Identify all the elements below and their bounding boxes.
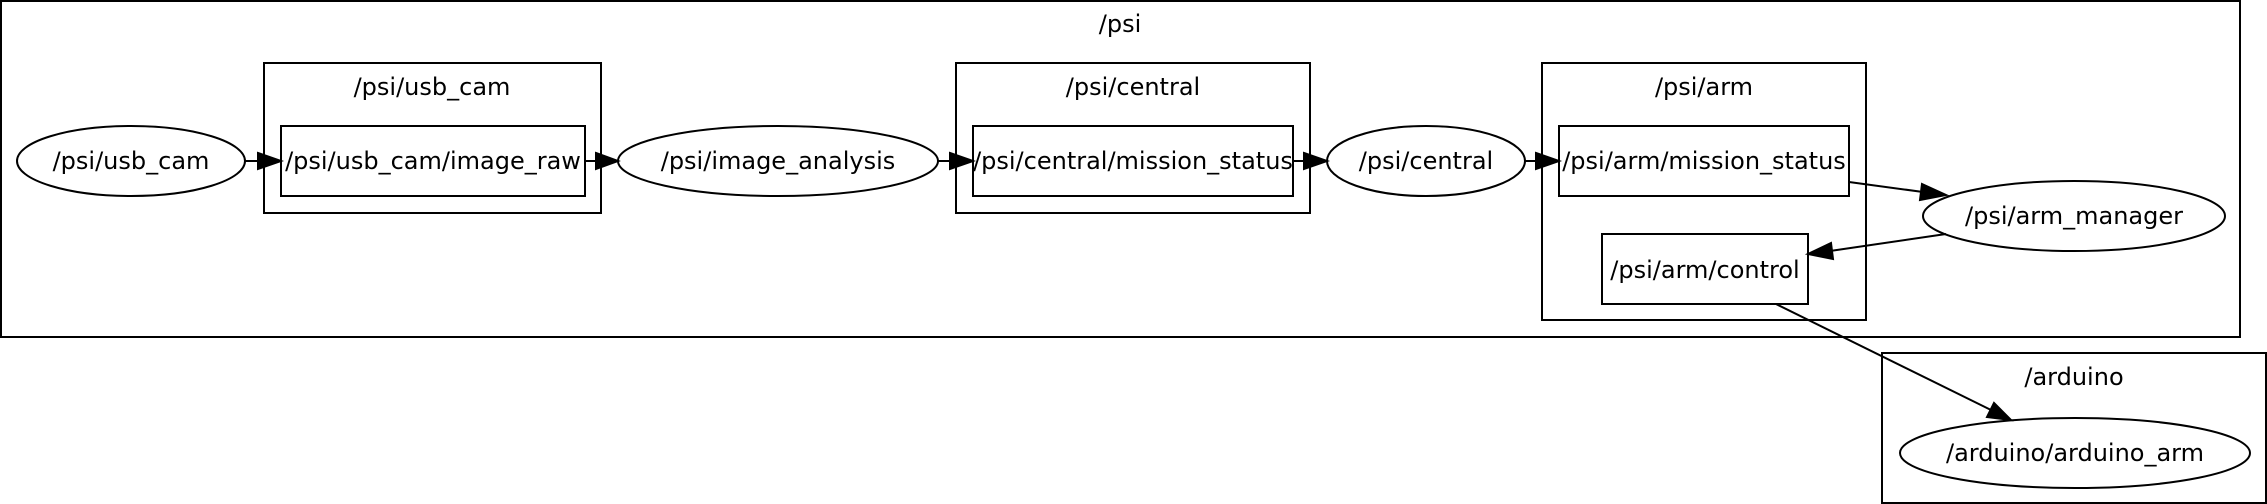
node-arduino-arduino-arm[interactable]: /arduino/arduino_arm xyxy=(1899,417,2251,489)
cluster-psi-central: /psi/central xyxy=(955,62,1311,214)
cluster-psi-central-label: /psi/central xyxy=(1066,73,1200,101)
topic-psi-central-mission-status-label: /psi/central/mission_status xyxy=(973,147,1293,175)
node-psi-arm-manager[interactable]: /psi/arm_manager xyxy=(1922,180,2226,252)
topic-psi-arm-control-label: /psi/arm/control xyxy=(1610,256,1799,284)
topic-psi-usb-cam-image-raw-label: /psi/usb_cam/image_raw xyxy=(285,147,581,175)
node-psi-central-label: /psi/central xyxy=(1359,147,1493,175)
topic-psi-arm-mission-status[interactable]: /psi/arm/mission_status xyxy=(1558,125,1850,197)
cluster-psi-usb-cam-label: /psi/usb_cam xyxy=(354,73,511,101)
node-psi-central[interactable]: /psi/central xyxy=(1326,125,1526,197)
cluster-psi: /psi xyxy=(0,0,2241,338)
edge-image-analysis-to-central-mission-status xyxy=(938,151,977,171)
edge-central-to-arm-mission-status xyxy=(1525,151,1563,171)
node-psi-arm-manager-label: /psi/arm_manager xyxy=(1965,202,2183,230)
edge-arm-control-to-arduino-arm xyxy=(1775,303,2014,422)
node-psi-image-analysis[interactable]: /psi/image_analysis xyxy=(617,125,939,197)
cluster-arduino-label: /arduino xyxy=(2024,363,2123,391)
edge-arm-manager-to-arm-control xyxy=(1804,233,1947,261)
topic-psi-arm-control[interactable]: /psi/arm/control xyxy=(1601,233,1809,305)
node-psi-usb-cam[interactable]: /psi/usb_cam xyxy=(16,125,246,197)
node-psi-image-analysis-label: /psi/image_analysis xyxy=(661,147,896,175)
cluster-psi-arm-label: /psi/arm xyxy=(1655,73,1753,101)
edge-arm-mission-status-to-arm-manager xyxy=(1848,181,1950,202)
node-arduino-arduino-arm-label: /arduino/arduino_arm xyxy=(1946,439,2204,467)
cluster-psi-usb-cam: /psi/usb_cam xyxy=(263,62,602,214)
edge-image-raw-to-image-analysis xyxy=(585,151,621,171)
node-psi-usb-cam-label: /psi/usb_cam xyxy=(53,147,210,175)
topic-psi-arm-mission-status-label: /psi/arm/mission_status xyxy=(1562,147,1846,175)
topic-psi-central-mission-status[interactable]: /psi/central/mission_status xyxy=(972,125,1294,197)
edge-usb-cam-to-image-raw xyxy=(245,151,285,171)
edge-central-mission-status-to-central xyxy=(1293,151,1331,171)
cluster-psi-arm: /psi/arm xyxy=(1541,62,1867,321)
topic-psi-usb-cam-image-raw[interactable]: /psi/usb_cam/image_raw xyxy=(280,125,586,197)
cluster-arduino: /arduino xyxy=(1881,352,2267,504)
cluster-psi-label: /psi xyxy=(1099,10,1142,38)
